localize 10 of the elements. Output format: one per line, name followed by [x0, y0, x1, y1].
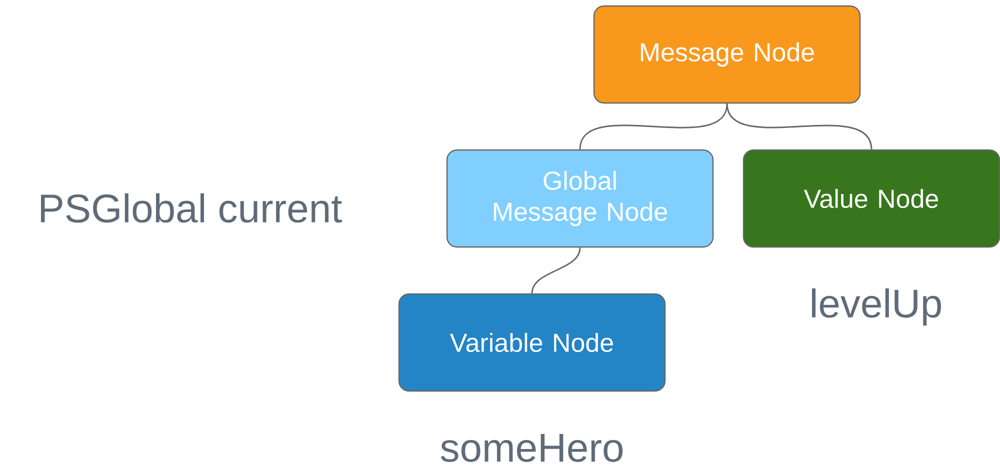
variable-label: someHero: [440, 434, 623, 462]
variable-label: levelUp: [812, 288, 941, 326]
connector: [579, 103, 728, 150]
process-box: Global Message Node: [446, 149, 714, 248]
process-box: Value Node: [742, 149, 1000, 248]
connector: [531, 247, 581, 294]
connector: [726, 103, 872, 150]
process-box: Message Node: [593, 5, 861, 104]
variable-label: PSGlobal current: [41, 193, 342, 223]
process-box: Variable Node: [398, 293, 666, 392]
